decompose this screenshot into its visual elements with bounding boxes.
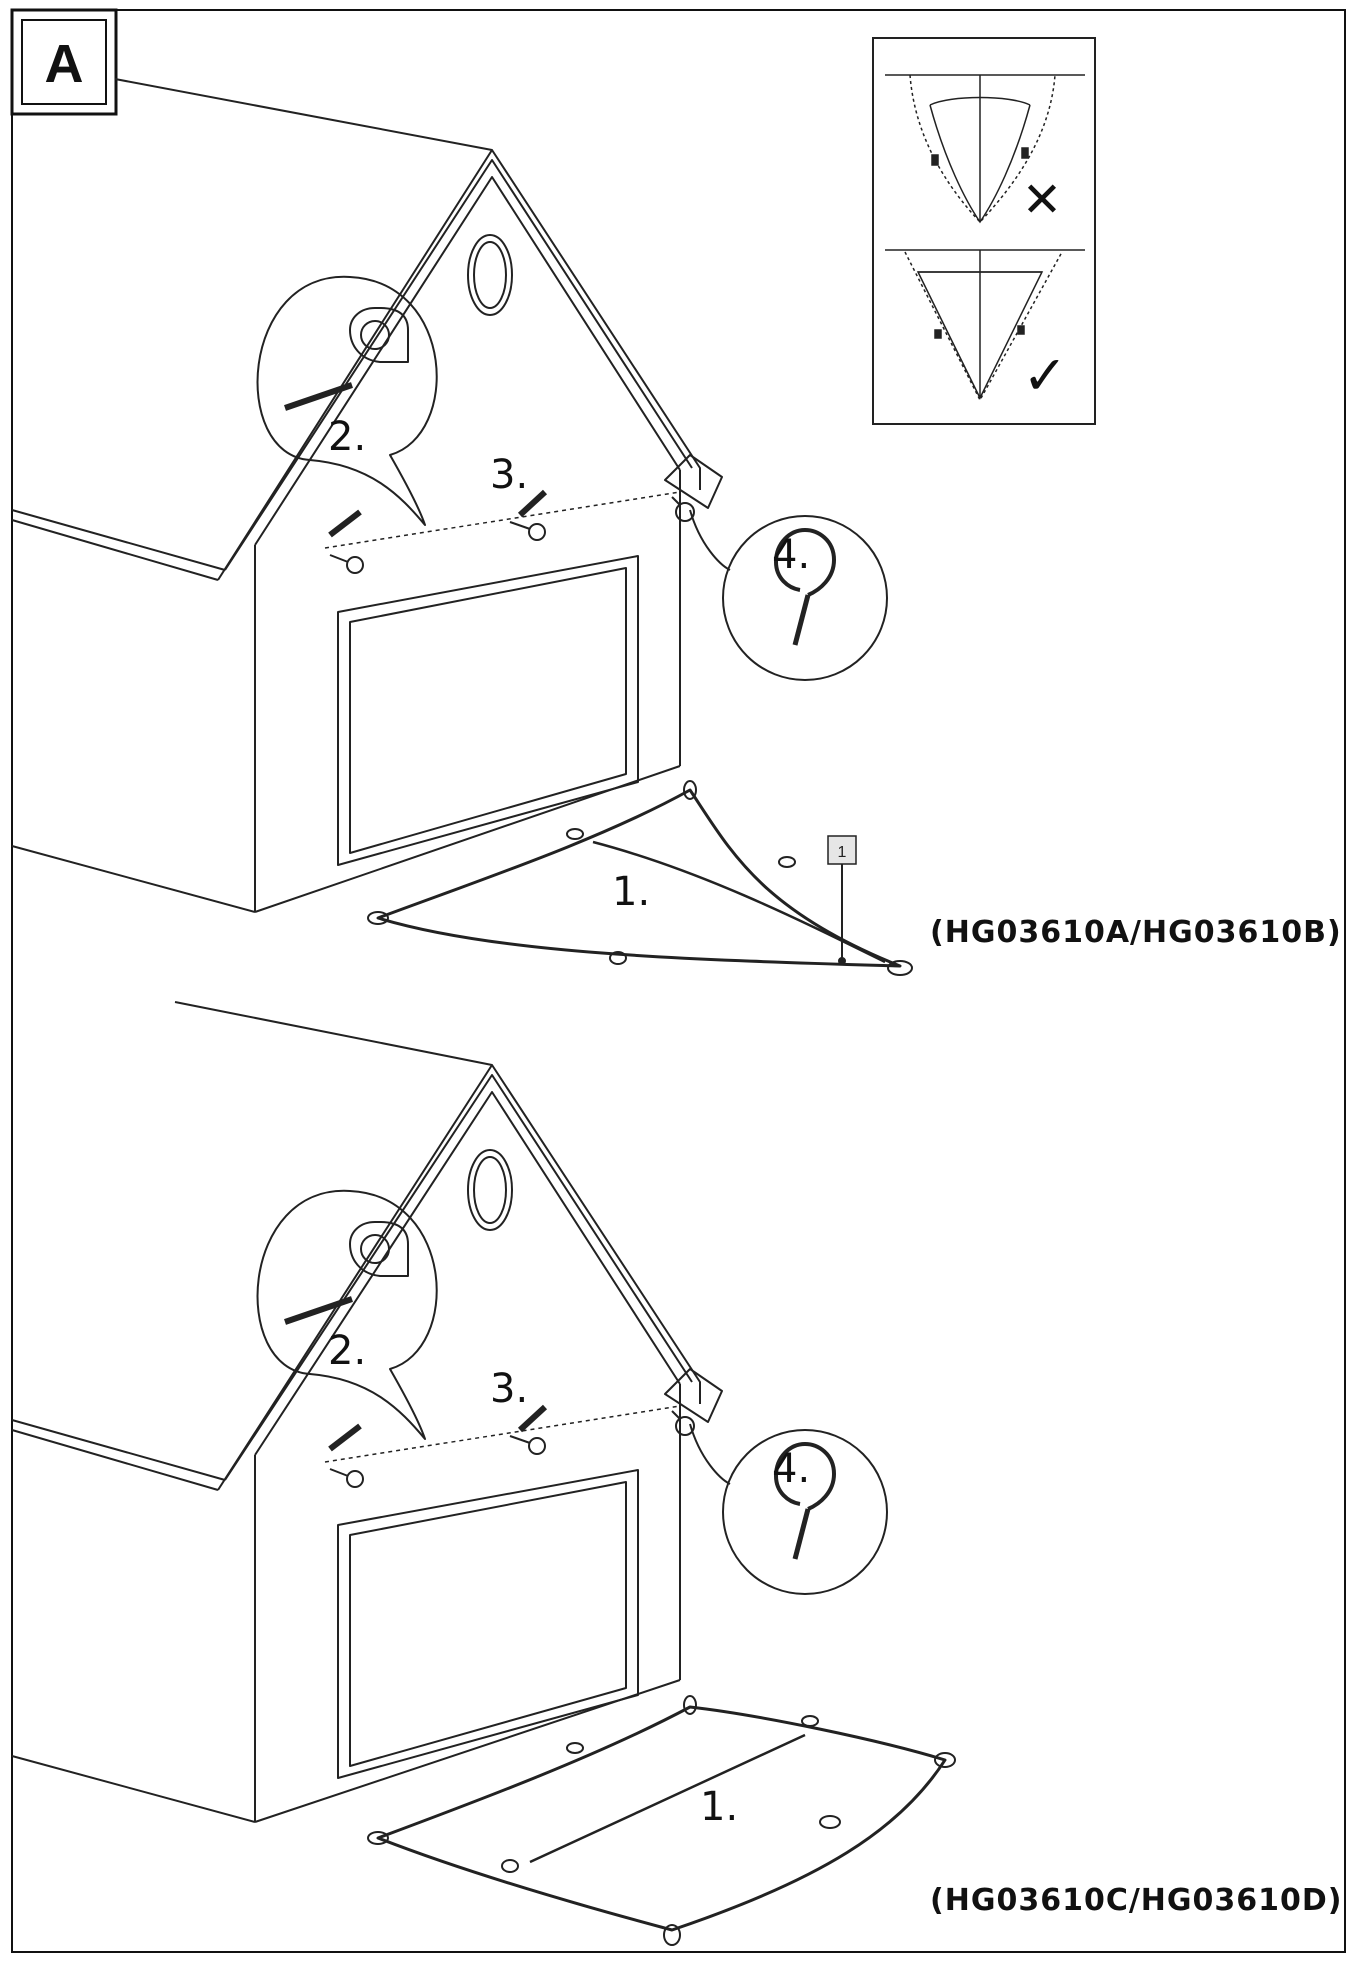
house-top (11, 78, 723, 913)
wrong-tension-diagram (885, 74, 1085, 224)
pencil-icon (328, 1404, 548, 1452)
pencil-icon (328, 489, 548, 538)
model-label-top: (HG03610A/HG03610B) (930, 915, 1342, 950)
tape-measure-callout (256, 1189, 438, 1440)
measure-line-top (324, 491, 681, 549)
triangle-sail (367, 780, 913, 976)
top-scene (11, 78, 913, 976)
section-badge: A (10, 8, 118, 116)
tape-measure-callout (256, 275, 438, 526)
screw-hook-icon (774, 528, 836, 646)
step-2-label-top: 2. (328, 414, 366, 460)
eye-hook-callout (689, 1423, 888, 1595)
right-mark-icon: ✓ (1022, 344, 1067, 407)
tension-inset (872, 37, 1096, 425)
wrong-mark-icon: ✕ (1022, 172, 1062, 228)
step-3-label-bottom: 3. (490, 1366, 528, 1412)
step-1-label-top: 1. (612, 869, 650, 915)
page-frame (11, 9, 1346, 1953)
right-tension-diagram (885, 249, 1085, 402)
eye-hook-icon (329, 496, 695, 574)
step-3-label-top: 3. (490, 452, 528, 498)
step-4-label-top: 4. (772, 532, 810, 578)
tape-measure-icon (284, 1221, 409, 1325)
bottom-scene (11, 1001, 956, 1946)
callout-number: 1 (838, 844, 847, 861)
section-badge-letter: A (45, 34, 84, 94)
model-label-bottom: (HG03610C/HG03610D) (930, 1883, 1343, 1918)
rectangle-sail (367, 1695, 956, 1946)
callout-number-box: 1 (827, 835, 857, 865)
screw-hook-icon (774, 1442, 836, 1560)
step-1-label-bottom: 1. (700, 1784, 738, 1830)
tape-measure-icon (284, 307, 409, 411)
step-2-label-bottom: 2. (328, 1328, 366, 1374)
eye-hook-icon (329, 1410, 695, 1488)
step-4-label-bottom: 4. (772, 1446, 810, 1492)
house-bottom (11, 1001, 723, 1823)
measure-line-bottom (324, 1405, 681, 1463)
eye-hook-callout (689, 509, 888, 681)
